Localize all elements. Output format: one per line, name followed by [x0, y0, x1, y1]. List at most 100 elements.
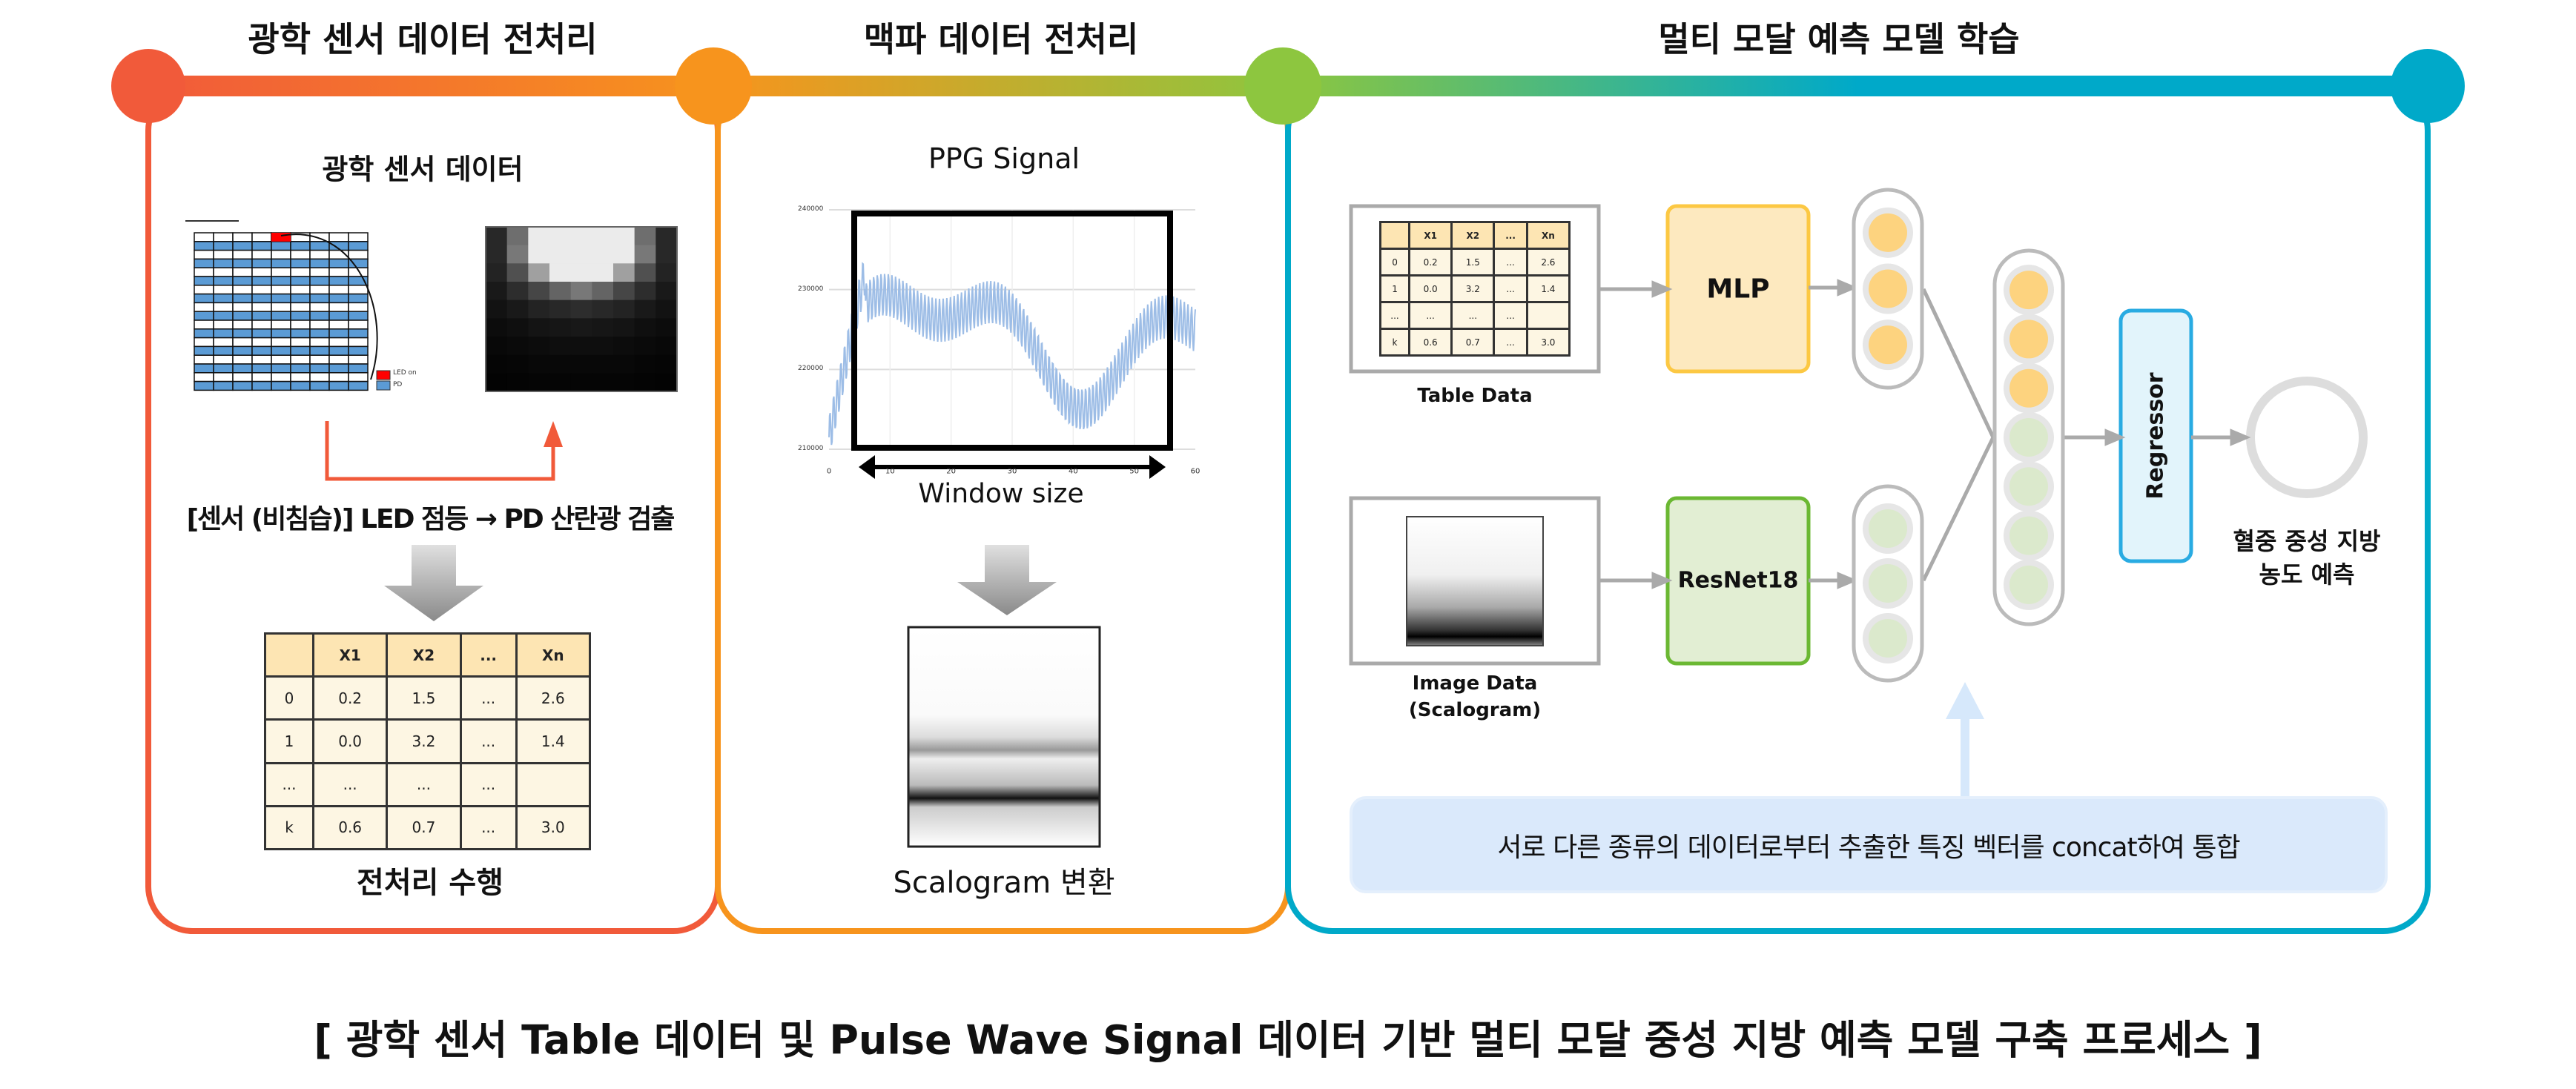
sensor-cell: [232, 320, 253, 330]
sensor-cell: [309, 232, 330, 242]
table-cell: ...: [459, 675, 518, 721]
image-data-label: Image Data: [1412, 672, 1538, 695]
sensor-cell: [348, 337, 369, 348]
sensor-cell: [251, 320, 272, 330]
sensor-cell: [328, 285, 349, 295]
y-tick-label: 220000: [798, 365, 824, 373]
down-arrow-icon: [384, 545, 483, 621]
sensor-cell: [271, 363, 291, 374]
sensor-cell: [348, 232, 369, 242]
sensor-cell: [232, 354, 253, 365]
output-label-line2: 농도 예측: [2259, 560, 2355, 589]
sensor-cell: [213, 363, 234, 374]
table-cell: Xn: [515, 632, 592, 678]
sensor-cell: [328, 232, 349, 242]
sensor-cell: [194, 372, 214, 383]
sensor-cell: [290, 320, 311, 330]
led-cell: [271, 233, 291, 242]
sensor-cell: [213, 302, 234, 312]
table-cell: 1: [1378, 274, 1411, 303]
sensor-cell: [251, 267, 272, 277]
sensor-cell: [271, 241, 291, 251]
feature-node: [2009, 467, 2048, 506]
sensor-cell: [213, 232, 234, 242]
sensor-cell: [309, 249, 330, 260]
table-cell: ...: [1493, 248, 1528, 277]
sensor-cell: [251, 232, 272, 242]
table-cell: 3.2: [386, 718, 462, 764]
table-cell: ...: [311, 761, 389, 807]
sensor-cell: [194, 302, 214, 312]
sensor-cell: [232, 276, 253, 286]
sensor-cell: [348, 372, 369, 383]
table-cell: [515, 761, 592, 807]
stage-title-model: 멀티 모달 예측 모델 학습: [1658, 19, 2020, 59]
sensor-cell: [328, 276, 349, 286]
resnet-label: ResNet18: [1677, 567, 1799, 594]
regressor-label: Regressor: [2142, 372, 2169, 500]
concat-note: 서로 다른 종류의 데이터로부터 추출한 특징 벡터를 concat하여 통합: [1497, 833, 2240, 863]
sensor-cell: [290, 311, 311, 321]
table-cell: 1: [264, 718, 314, 764]
feature-node: [1869, 213, 1907, 252]
table-cell: ...: [264, 761, 314, 807]
table-cell: 3.2: [1450, 274, 1496, 303]
sensor-cell: [232, 241, 253, 251]
y-tick-label: 240000: [798, 205, 824, 213]
sensor-cell: [194, 380, 214, 391]
ppg-signal-chart: [828, 209, 1196, 479]
timeline-node-2: [675, 47, 752, 125]
sensor-cell: [348, 328, 369, 339]
table-cell: k: [1378, 328, 1411, 357]
sensor-cell: [213, 249, 234, 260]
sensor-cell: [251, 276, 272, 286]
sensor-cell: [194, 363, 214, 374]
sensor-cell: [271, 328, 291, 339]
neural-network-nodes: [1852, 188, 2065, 683]
sensor-cell: [251, 372, 272, 383]
window-size-label: Window size: [918, 478, 1084, 509]
table-cell: 1.5: [386, 675, 462, 721]
sensor-cell: [251, 258, 272, 268]
sensor-cell: [213, 258, 234, 268]
sensor-cell: [309, 345, 330, 356]
table-cell: ...: [1408, 301, 1453, 330]
table-cell: 3.0: [1525, 328, 1571, 357]
feature-node: [2009, 320, 2048, 359]
sensor-cell: [194, 232, 214, 242]
feature-node: [1869, 564, 1907, 603]
sensor-cell: [213, 267, 234, 277]
table-cell: 0.0: [311, 718, 389, 764]
sensor-cell: [290, 276, 311, 286]
image-data-sublabel: (Scalogram): [1408, 699, 1542, 721]
sensor-caption: [센서 (비침습)] LED 점등 → PD 산란광 검출: [186, 504, 676, 534]
sensor-cell: [328, 267, 349, 277]
sensor-cell: [348, 345, 369, 356]
table-cell: 1.4: [1525, 274, 1571, 303]
table-cell: ...: [1493, 274, 1528, 303]
table-cell: ...: [1493, 328, 1528, 357]
sensor-cell: [348, 320, 369, 330]
sensor-cell: [194, 267, 214, 277]
sensor-cell: [232, 258, 253, 268]
sensor-cell: [271, 345, 291, 356]
concat-up-arrow: [1961, 713, 1969, 798]
sensor-cell: [309, 363, 330, 374]
sensor-cell: [309, 354, 330, 365]
sensor-cell: [271, 276, 291, 286]
sensor-cell: [213, 276, 234, 286]
table-cell: 1.4: [515, 718, 592, 764]
arrow-head-icon: [544, 421, 563, 447]
sensor-cell: [309, 241, 330, 251]
table-cell: ...: [459, 804, 518, 851]
ppg-heading: PPG Signal: [928, 142, 1080, 175]
table-cell: 0.7: [386, 804, 462, 851]
sensor-cell: [213, 337, 234, 348]
down-arrow-icon: [957, 545, 1057, 615]
table-cell: 0.2: [311, 675, 389, 721]
table-cell: Xn: [1525, 221, 1571, 250]
table-data-label: Table Data: [1417, 385, 1533, 407]
